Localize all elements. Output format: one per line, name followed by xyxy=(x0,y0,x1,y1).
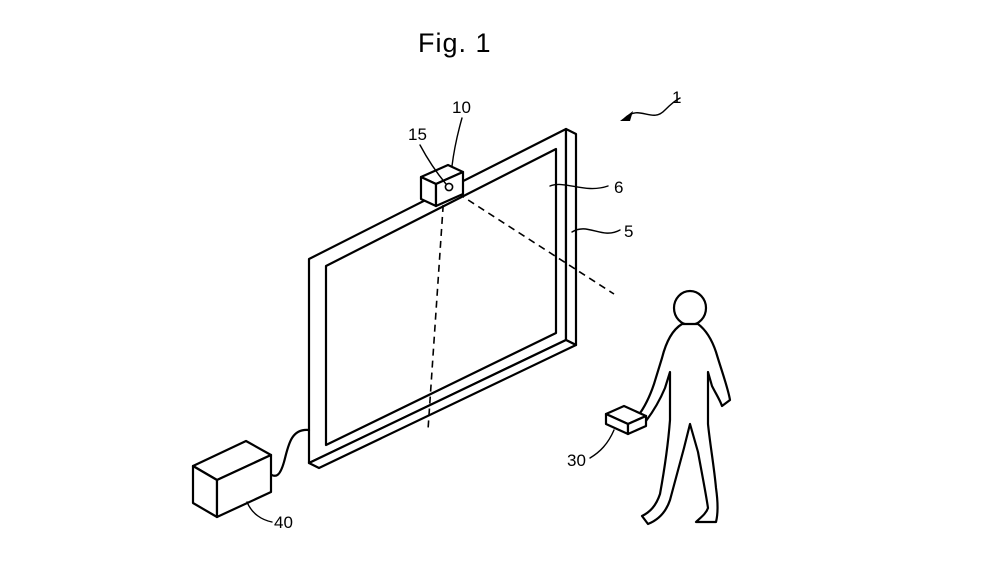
frame-leader-line xyxy=(571,228,621,234)
screen-surface xyxy=(324,147,558,447)
label-screen-surface: 6 xyxy=(614,178,623,197)
reference-lens: 15 xyxy=(408,125,447,185)
system-arrowhead xyxy=(620,111,633,121)
label-lens: 15 xyxy=(408,125,427,144)
projection-line-horizontal xyxy=(447,186,615,295)
handheld-controller xyxy=(604,404,648,436)
person-head xyxy=(672,289,708,327)
reference-frame: 5 xyxy=(571,222,633,241)
screen-side-bottom xyxy=(307,338,578,470)
system-leader-line xyxy=(624,97,681,119)
reference-box: 40 xyxy=(246,501,293,532)
label-screen-frame: 5 xyxy=(624,222,633,241)
box-leader-line xyxy=(246,501,273,523)
screen-side-right xyxy=(564,127,578,347)
reference-controller: 30 xyxy=(567,429,615,470)
controller-leader-line xyxy=(589,429,615,459)
lens-icon xyxy=(444,182,454,192)
box-front-face xyxy=(215,453,273,519)
label-controller: 30 xyxy=(567,451,586,470)
person-figure xyxy=(636,289,732,526)
person-body xyxy=(636,322,732,526)
label-processing-box: 40 xyxy=(274,513,293,532)
camera-unit xyxy=(419,163,465,208)
controller-front-face xyxy=(626,414,648,436)
surface-leader-line xyxy=(549,183,609,190)
label-system: 1 xyxy=(672,88,681,107)
reference-surface: 6 xyxy=(549,178,623,197)
camera-leader-line xyxy=(451,117,463,167)
reference-camera: 10 xyxy=(451,98,471,167)
connection-cable xyxy=(268,428,311,477)
lens-leader-line xyxy=(419,144,447,185)
processing-box xyxy=(191,439,273,519)
system-reference: 1 xyxy=(620,88,681,121)
projection-line-vertical xyxy=(427,192,445,431)
label-camera-unit: 10 xyxy=(452,98,471,117)
screen-panel xyxy=(307,127,578,470)
figure-title: Fig. 1 xyxy=(418,28,492,58)
